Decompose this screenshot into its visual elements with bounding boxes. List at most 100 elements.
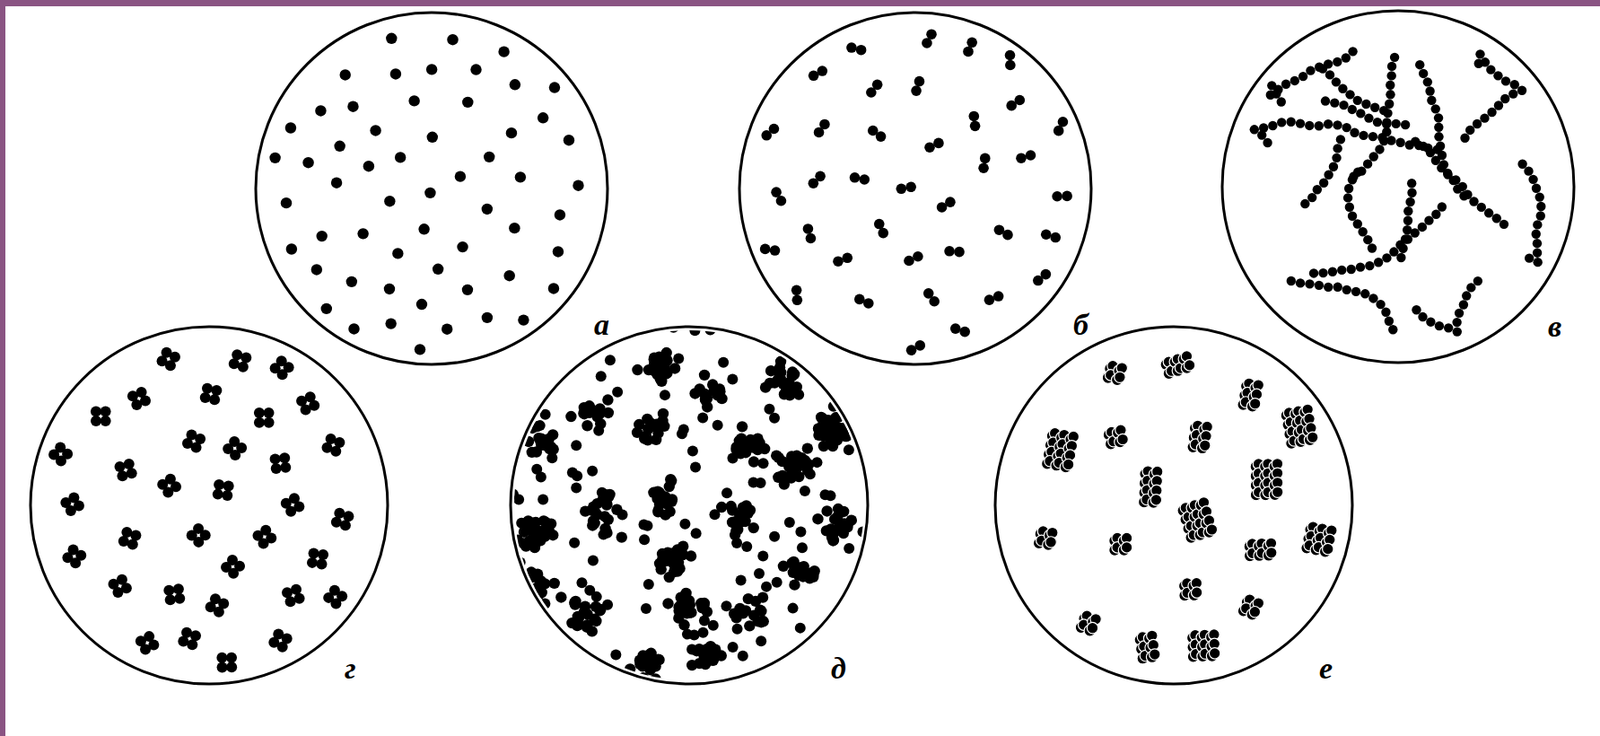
coccus xyxy=(1314,280,1324,290)
microscope-field xyxy=(30,326,388,684)
coccus xyxy=(1531,183,1541,193)
coccus xyxy=(802,442,814,454)
coccus xyxy=(638,533,650,545)
coccus xyxy=(770,449,782,461)
coccus xyxy=(856,44,867,56)
coccus xyxy=(576,577,587,588)
coccus xyxy=(849,172,861,184)
coccus xyxy=(1304,279,1314,289)
coccus xyxy=(969,111,980,123)
coccus xyxy=(1349,128,1359,138)
coccus xyxy=(1331,153,1341,163)
coccus xyxy=(699,615,710,627)
coccus xyxy=(226,652,237,664)
panel-letter: д xyxy=(830,653,847,684)
coccus xyxy=(515,581,526,593)
coccus xyxy=(1442,168,1452,178)
coccus xyxy=(570,481,582,493)
coccus xyxy=(1053,125,1065,137)
coccus xyxy=(194,433,206,445)
coccus xyxy=(1199,439,1211,451)
coccus xyxy=(1468,196,1478,206)
coccus xyxy=(721,487,733,499)
coccus xyxy=(1320,96,1330,105)
coccus xyxy=(1312,184,1322,194)
coccus xyxy=(549,577,560,589)
coccus xyxy=(690,527,702,539)
coccus xyxy=(673,352,684,364)
coccus xyxy=(1433,122,1443,132)
coccus xyxy=(384,195,395,207)
coccus xyxy=(483,151,495,163)
coccus xyxy=(236,442,247,454)
coccus xyxy=(590,601,602,613)
coccus xyxy=(394,151,406,163)
coccus xyxy=(1343,192,1353,202)
coccus xyxy=(672,543,683,555)
coccus xyxy=(581,419,593,431)
coccus xyxy=(602,498,613,509)
coccus xyxy=(218,597,229,609)
coccus xyxy=(585,504,597,516)
coccus xyxy=(669,362,681,374)
coccus xyxy=(528,528,540,540)
coccus xyxy=(788,578,800,590)
coccus xyxy=(1425,86,1434,96)
coccus xyxy=(1370,103,1380,113)
coccus xyxy=(1120,542,1132,553)
coccus xyxy=(1249,606,1260,618)
coccus xyxy=(1531,229,1541,239)
coccus xyxy=(1374,144,1384,154)
coccus xyxy=(563,134,575,146)
coccus xyxy=(221,489,233,501)
coccus xyxy=(914,76,926,88)
coccus xyxy=(1402,225,1412,235)
coccus xyxy=(1337,84,1347,94)
coccus xyxy=(1486,64,1496,74)
coccus xyxy=(1331,77,1341,87)
coccus xyxy=(1338,100,1348,110)
coccus xyxy=(804,572,815,584)
coccus xyxy=(523,436,534,447)
coccus xyxy=(1346,264,1356,274)
coccus xyxy=(148,638,159,650)
coccus xyxy=(1396,253,1406,263)
coccus xyxy=(799,485,811,497)
coccus xyxy=(1323,59,1333,69)
coccus xyxy=(1328,162,1338,172)
field-circle xyxy=(30,326,388,684)
coccus xyxy=(1117,433,1128,445)
coccus xyxy=(769,412,780,424)
coccus xyxy=(314,104,326,116)
coccus xyxy=(784,516,796,528)
coccus xyxy=(1417,312,1427,322)
coccus xyxy=(984,294,996,306)
coccus xyxy=(441,323,453,335)
coccus xyxy=(732,623,744,635)
coccus xyxy=(432,263,444,275)
coccus xyxy=(279,452,290,464)
coccus xyxy=(281,632,293,644)
coccus xyxy=(1418,69,1428,79)
coccus xyxy=(877,227,889,239)
coccus xyxy=(1524,253,1534,263)
coccus xyxy=(130,530,141,542)
coccus xyxy=(263,417,275,429)
coccus xyxy=(498,45,509,57)
coccus xyxy=(515,556,526,568)
coccus xyxy=(843,542,855,554)
coccus xyxy=(760,581,772,593)
coccus xyxy=(174,593,185,604)
coccus xyxy=(253,417,265,429)
coccus xyxy=(1368,293,1378,303)
coccus xyxy=(734,434,746,446)
coccus xyxy=(631,364,643,376)
coccus xyxy=(699,393,711,404)
coccus xyxy=(662,597,674,609)
coccus xyxy=(774,362,786,374)
coccus xyxy=(1276,96,1286,106)
coccus xyxy=(508,222,520,234)
coccus xyxy=(348,323,359,334)
coccus xyxy=(685,550,697,561)
coccus xyxy=(678,423,690,435)
